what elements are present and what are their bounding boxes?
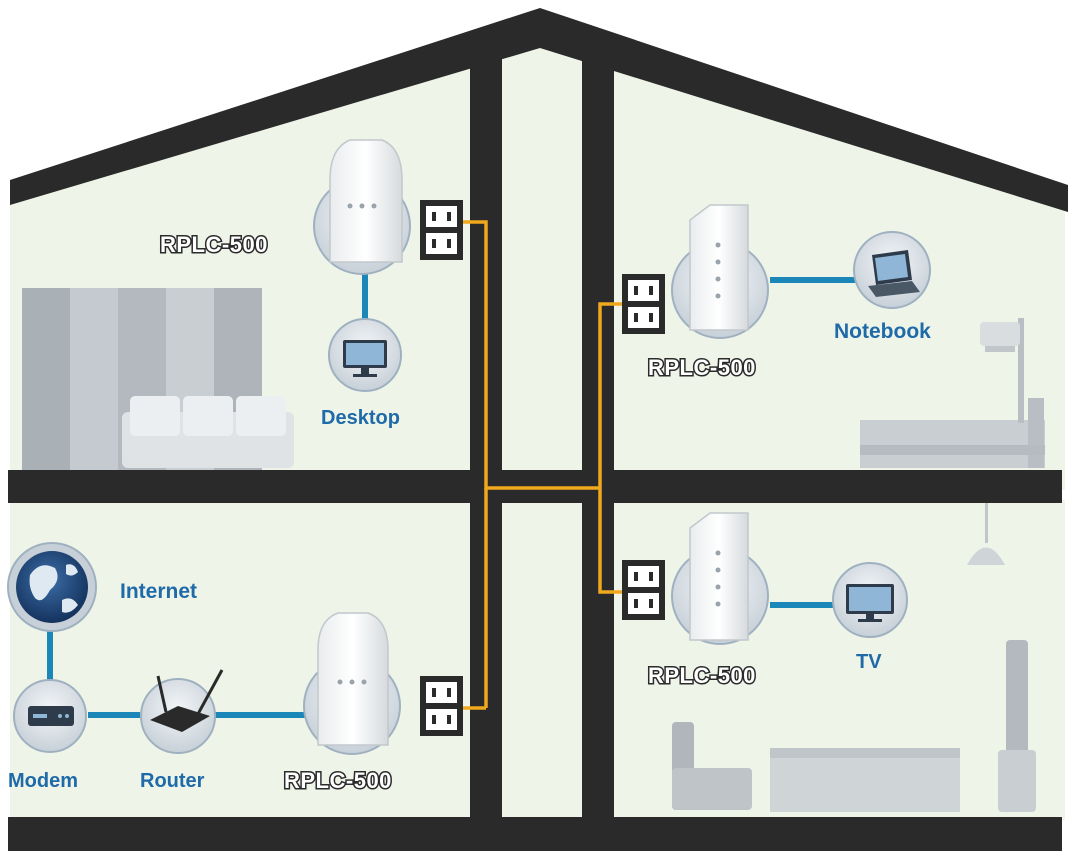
router-icon <box>140 669 224 754</box>
adapter-label: RPLC-500 <box>284 768 392 793</box>
powerline-adapter-icon <box>671 204 769 339</box>
internet-label: Internet <box>120 580 197 603</box>
wall-outlet-icon <box>420 676 463 736</box>
adapter-label: RPLC-500 <box>648 355 756 380</box>
powerline-adapter-icon <box>671 512 769 645</box>
walls <box>8 58 1062 851</box>
desktop-monitor-icon <box>328 318 402 392</box>
powerline-adapter-icon <box>313 139 411 275</box>
notebook-label: Notebook <box>834 320 931 343</box>
powerline-adapter-icon <box>303 612 401 755</box>
desktop-label: Desktop <box>321 407 400 429</box>
bed <box>860 398 1045 468</box>
tv-icon <box>832 562 908 638</box>
powerline-wiring <box>463 220 622 710</box>
wall-outlet-icon <box>420 200 463 260</box>
wall-outlet-icon <box>622 274 665 334</box>
wall-outlet-icon <box>622 560 665 620</box>
modem-icon <box>13 679 87 753</box>
modem-label: Modem <box>8 770 78 792</box>
router-label: Router <box>140 770 205 792</box>
adapter-label: RPLC-500 <box>648 663 756 688</box>
armchair <box>672 722 752 810</box>
speaker <box>998 640 1036 812</box>
ceiling-lamp <box>967 503 1005 565</box>
sofa <box>122 396 294 468</box>
globe-icon <box>7 542 97 632</box>
ethernet-cables <box>47 270 855 718</box>
floor-lamp <box>980 318 1024 423</box>
adapter-label: RPLC-500 <box>160 232 268 257</box>
tv-label: TV <box>856 651 882 673</box>
tv-cabinet <box>770 748 960 812</box>
laptop-icon <box>853 231 931 309</box>
